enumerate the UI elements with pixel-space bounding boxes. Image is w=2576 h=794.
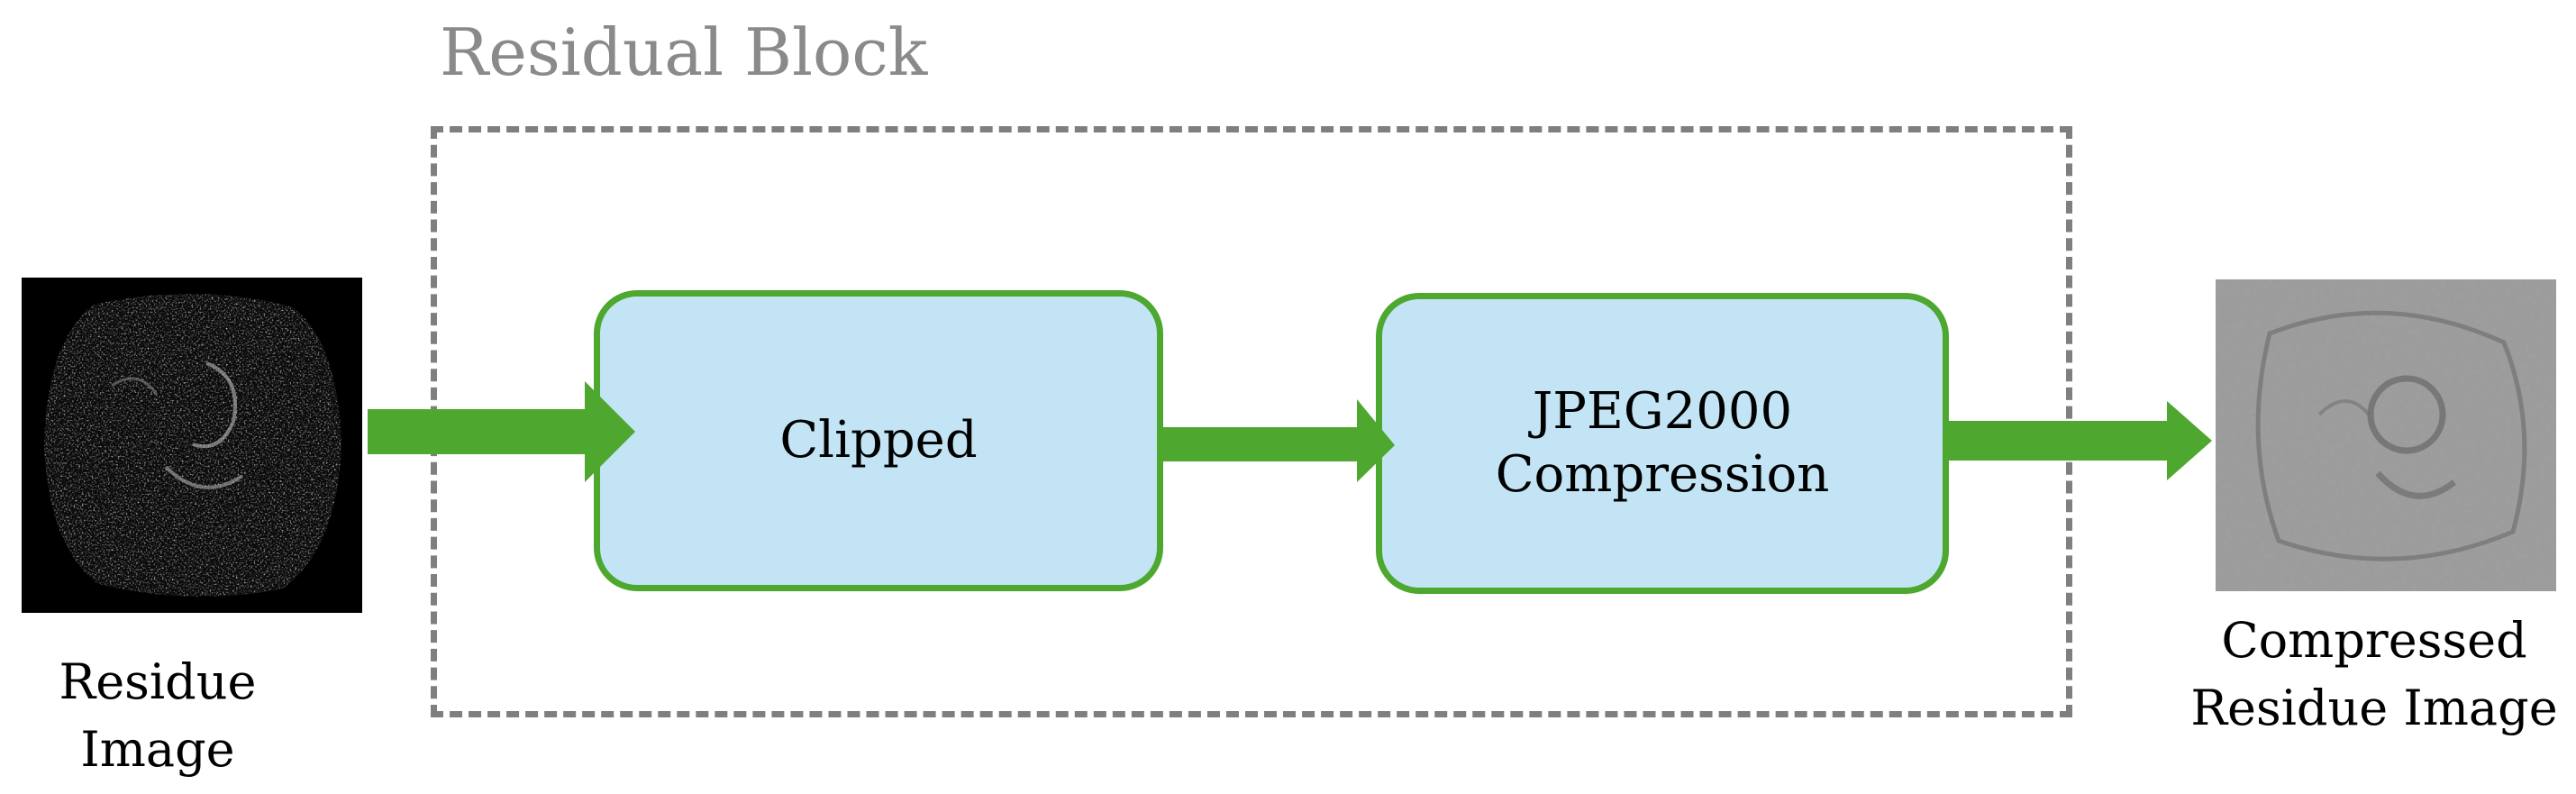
compressed-caption-line-1: Compressed	[2221, 612, 2527, 669]
compressed-residue-image-caption: Compressed Residue Image	[2180, 607, 2568, 742]
residue-caption-line-1: Residue	[59, 653, 257, 710]
residue-caption-line-2: Image	[80, 720, 235, 778]
jpeg2000-compression-step-box: JPEG2000 Compression	[1376, 293, 1949, 594]
clipped-step-box: Clipped	[594, 290, 1163, 591]
residual-block-title: Residual Block	[440, 14, 928, 90]
jpeg2000-label-line-2: Compression	[1495, 445, 1830, 504]
jpeg2000-compression-step-label: JPEG2000 Compression	[1496, 380, 1830, 507]
residue-image	[22, 278, 362, 613]
arrow-input-to-clipped	[368, 381, 635, 482]
residue-image-caption: Residue Image	[27, 649, 288, 783]
clipped-step-label: Clipped	[779, 411, 978, 470]
compressed-residue-image	[2216, 279, 2556, 591]
arrow-clipped-to-jpeg2000	[1163, 399, 1395, 482]
compressed-caption-line-2: Residue Image	[2190, 679, 2558, 736]
jpeg2000-label-line-1: JPEG2000	[1532, 382, 1793, 441]
arrow-jpeg2000-to-output	[1949, 401, 2212, 480]
